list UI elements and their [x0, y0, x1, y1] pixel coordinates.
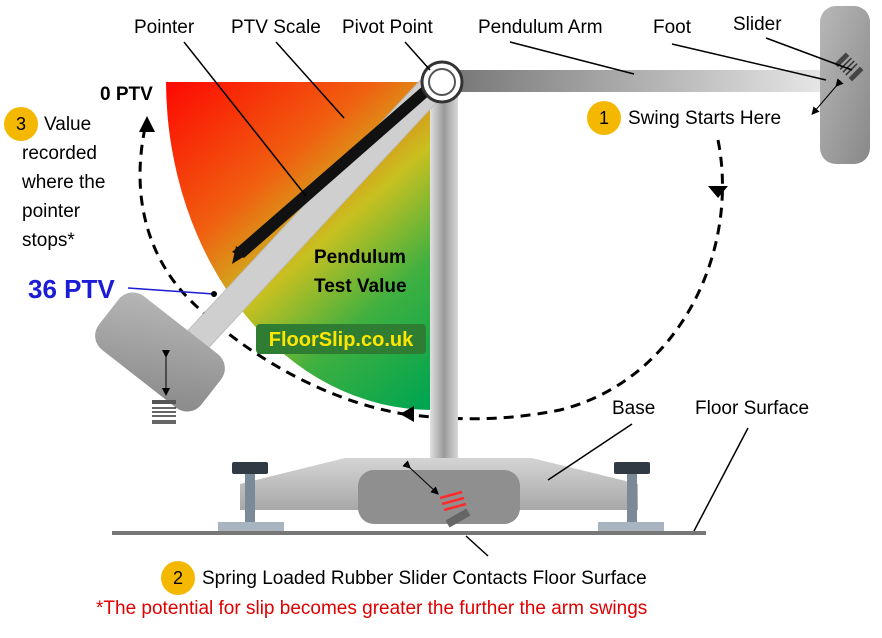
- leveling-foot-left: [218, 462, 284, 532]
- leader-reading: [127, 287, 215, 295]
- label-slider: Slider: [733, 14, 782, 35]
- step-3-badge: [4, 107, 38, 141]
- label-floor-surface: Floor Surface: [695, 398, 809, 419]
- footnote: *The potential for slip becomes greater …: [96, 598, 647, 619]
- label-pointer: Pointer: [134, 17, 195, 38]
- swing-arrow-right: [708, 186, 728, 198]
- watermark: FloorSlip.co.uk: [269, 329, 414, 351]
- swing-arrow-bottom: [400, 406, 414, 422]
- leader-ptv-scale: [275, 41, 345, 119]
- floor-surface-line: [112, 531, 706, 535]
- reading-dot: [211, 291, 217, 297]
- label-pendulum-test-value-1: Pendulum: [314, 247, 406, 268]
- pointer-tip: [232, 246, 248, 264]
- leader-pendulum-arm: [509, 41, 635, 75]
- label-spring-slider: Spring Loaded Rubber Slider Contacts Flo…: [202, 568, 647, 589]
- rubber-slider-spring: [439, 490, 471, 528]
- leader-base: [547, 423, 633, 481]
- leader-slider: [765, 37, 853, 71]
- label-pendulum-test-value-2: Test Value: [314, 276, 407, 297]
- label-pivot-point: Pivot Point: [342, 17, 434, 38]
- foot-end: [95, 292, 225, 412]
- label-base: Base: [612, 398, 655, 419]
- rubber-slider-housing: [358, 470, 520, 524]
- recording-arrow-top: [139, 116, 155, 132]
- label-pendulum-arm: Pendulum Arm: [478, 17, 603, 38]
- label-value-recorded-2: recorded: [22, 143, 97, 164]
- label-zero-ptv: 0 PTV: [100, 84, 153, 105]
- leader-pivot: [404, 41, 431, 71]
- stand-column: [430, 86, 458, 472]
- spring-travel-arrow-base: [402, 460, 439, 495]
- label-value-recorded-5: stops*: [22, 230, 75, 251]
- leader-pointer: [183, 41, 307, 197]
- pointer-needle: [232, 78, 440, 258]
- foot-start: [820, 6, 870, 164]
- leader-foot: [671, 43, 827, 81]
- label-swing-starts: Swing Starts Here: [628, 108, 781, 129]
- slider-end: [152, 400, 176, 424]
- label-value-recorded-1: Value: [44, 114, 91, 135]
- step-1-badge: [587, 101, 621, 135]
- pivot-hub: [428, 68, 456, 96]
- step-3-number: 3: [16, 114, 26, 134]
- label-reading: 36 PTV: [28, 274, 115, 304]
- spring-travel-arrow-start: [811, 78, 844, 116]
- watermark-box: [256, 324, 426, 354]
- step-2-number: 2: [173, 568, 183, 588]
- label-value-recorded-3: where the: [21, 172, 105, 193]
- leveling-foot-right: [598, 462, 664, 532]
- label-foot: Foot: [653, 17, 692, 38]
- step-1-number: 1: [599, 108, 609, 128]
- label-value-recorded-4: pointer: [22, 201, 81, 222]
- step-2-badge: [161, 561, 195, 595]
- label-ptv-scale: PTV Scale: [231, 17, 321, 38]
- leader-spring-slider: [465, 535, 489, 557]
- swing-path-arc: [403, 139, 724, 421]
- pendulum-arm: [452, 70, 822, 92]
- leader-floor-surface: [693, 427, 749, 532]
- slider-start: [834, 52, 864, 82]
